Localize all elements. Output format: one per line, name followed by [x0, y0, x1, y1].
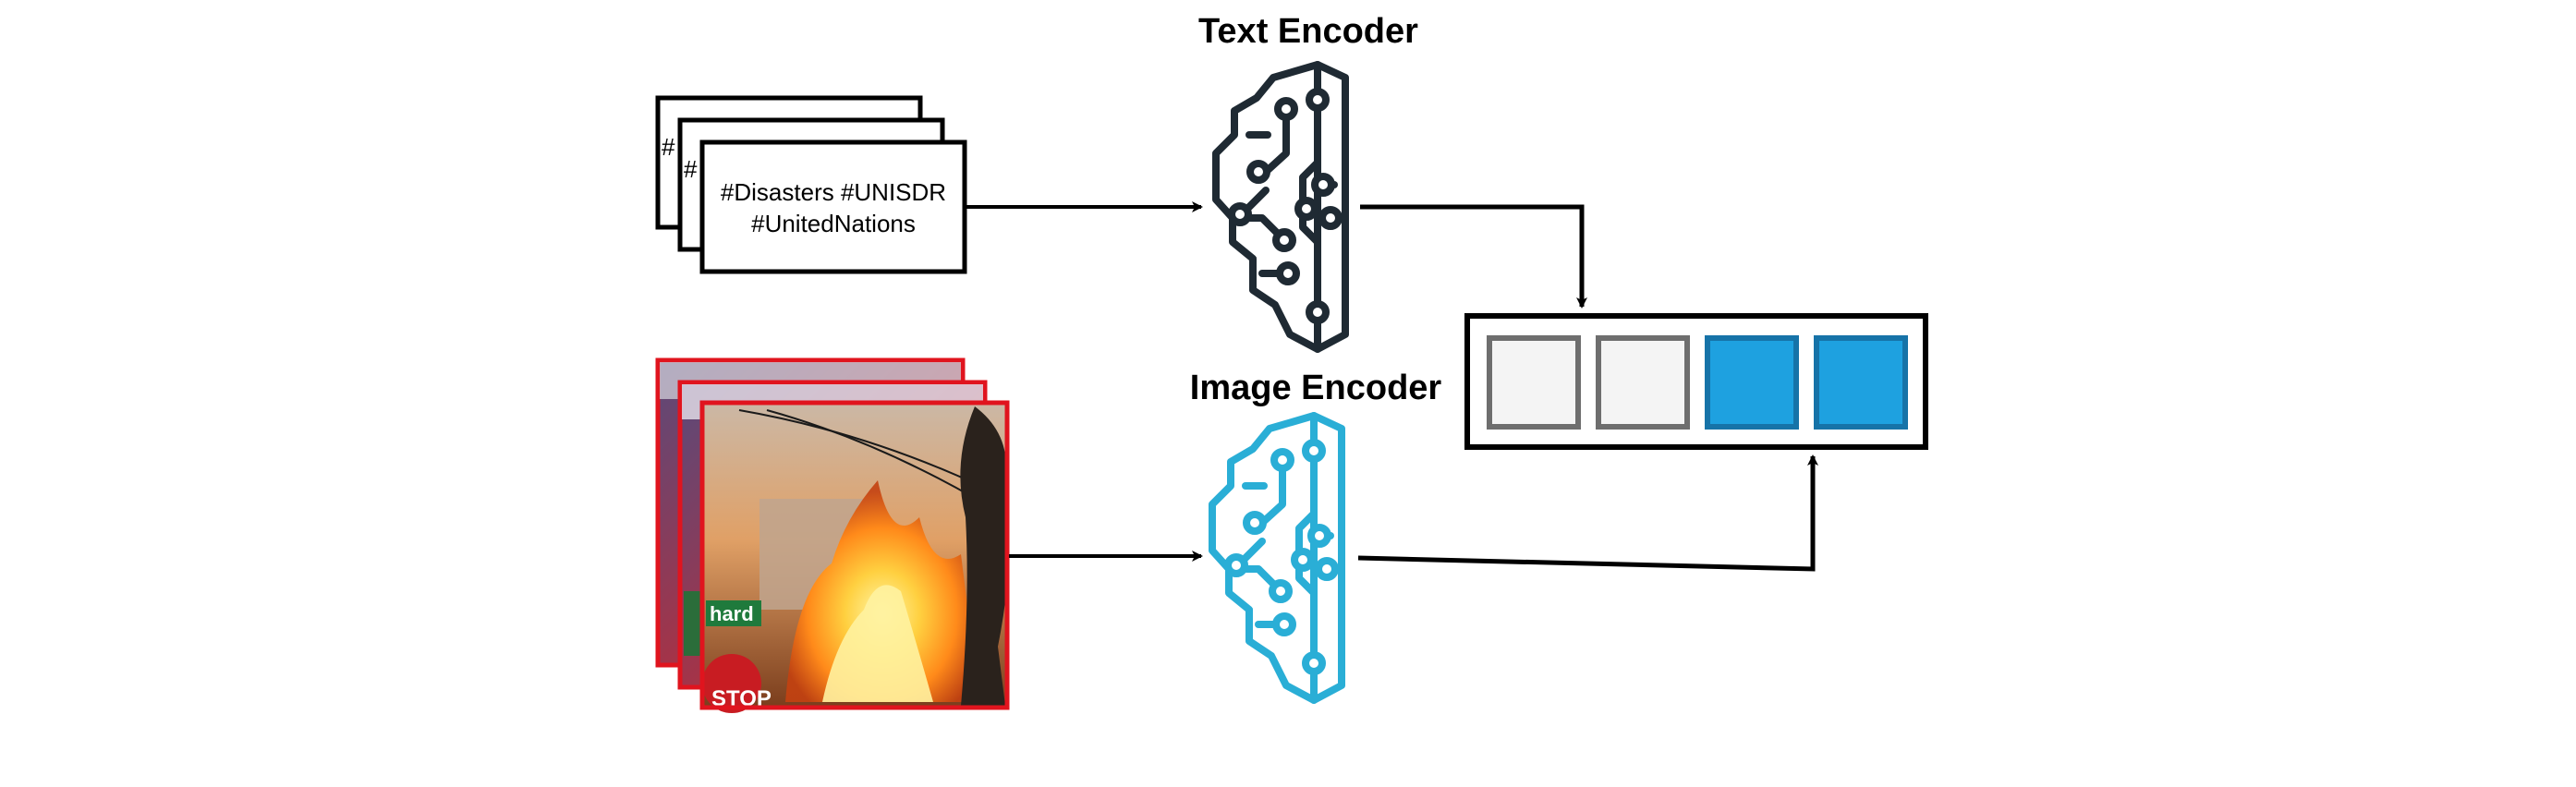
- embedding-cell-4: [1814, 335, 1908, 430]
- text-card-line-1: #Disasters #UNISDR: [721, 178, 946, 206]
- image-card-front: hard STOP: [699, 400, 1010, 713]
- embedding-cell-3: [1705, 335, 1799, 430]
- text-encoder-brain-circuit-icon: [1212, 61, 1349, 353]
- image-card-stack: hard STOP: [655, 357, 1010, 713]
- text-card-front: [699, 139, 967, 274]
- text-card-stack: # # #Disasters #UNISDR #UnitedNations: [655, 95, 967, 274]
- text-card-back-1-glyph: #: [684, 155, 698, 183]
- text-card-back-2-glyph: #: [662, 133, 675, 161]
- embedding-cells: [1487, 335, 1908, 430]
- embedding-cell-1: [1487, 335, 1581, 430]
- embedding-vector: [1464, 313, 1928, 450]
- embedding-cell-2: [1596, 335, 1690, 430]
- text-card-line-2: #UnitedNations: [751, 210, 916, 237]
- text-encoder-to-embedding-arrow: [1360, 204, 1587, 309]
- text-encoder-label: Text Encoder: [1198, 12, 1418, 51]
- image-sign-text: hard: [710, 602, 754, 625]
- image-encoder-label: Image Encoder: [1190, 369, 1442, 407]
- image-encoder-brain-circuit-icon: [1209, 412, 1345, 704]
- image-encoder-to-embedding-arrow: [1357, 454, 1818, 572]
